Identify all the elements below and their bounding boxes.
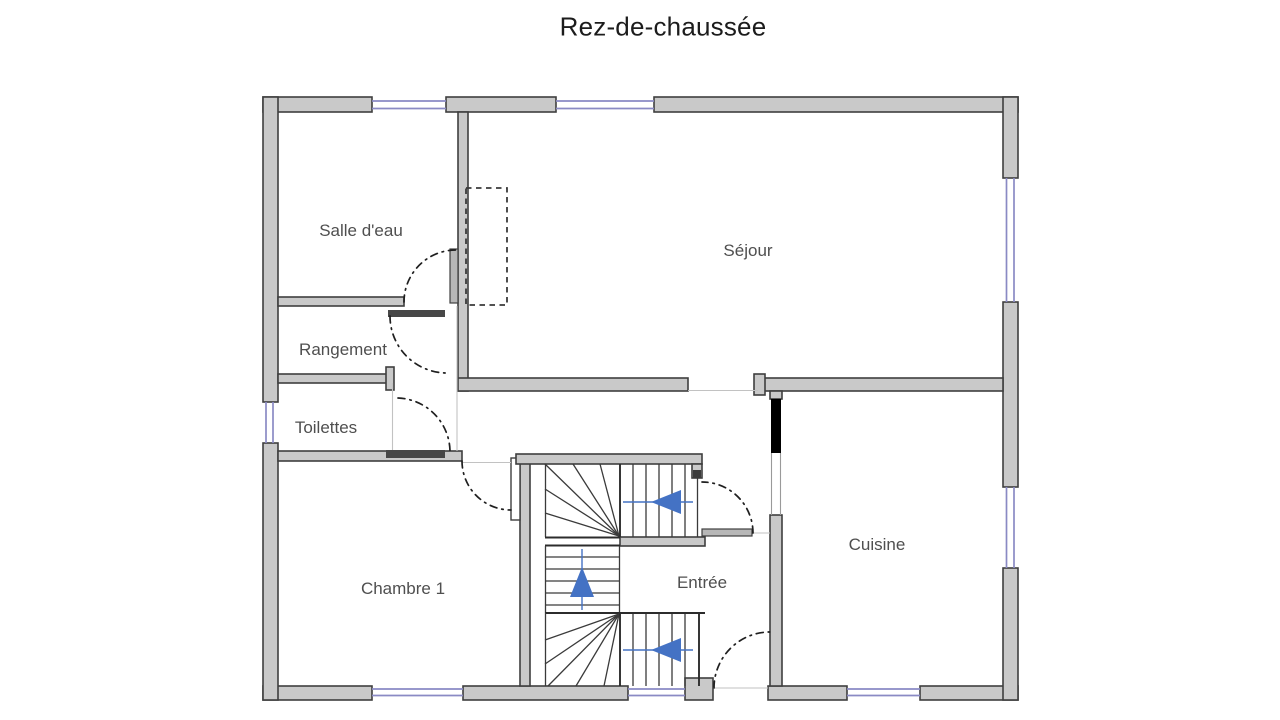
door-leaf [449,248,459,304]
room-label-toilettes: Toilettes [294,418,358,437]
staircase [544,463,705,687]
exterior-walls [262,96,1019,701]
door-swing-arc [403,249,457,303]
stair-run-top [619,464,699,537]
door-swing-arc [713,631,771,689]
door-leaf [701,528,753,537]
door-leaf [386,450,445,458]
room-boundary-lines [391,306,770,689]
window-toilettes-west [265,402,274,443]
window-stairs-south [628,688,685,697]
door-leaf [388,310,445,317]
door-swing-arc [397,397,451,453]
door-swing-arc [389,315,448,374]
window-sejour-north [556,100,654,110]
door-swing-arc [461,460,512,511]
window-salle-deau [372,100,446,110]
room-label-rangement: Rangement [299,340,387,359]
room-label-chambre-1: Chambre 1 [360,579,446,598]
closet-dashed-outline [465,187,508,306]
stair-winder-top [544,463,620,537]
window-cuisine-east [1005,487,1015,568]
interior-walls [277,111,1004,687]
room-label-cuisine: Cuisine [848,535,906,554]
stair-arrow-left-icon [651,490,681,514]
doors [386,248,782,689]
door-swing-arc [701,481,754,534]
closet [465,187,508,306]
stair-winder-bottom [544,613,620,687]
stair-arrow-left-icon [651,638,681,662]
stair-run-middle [544,546,621,613]
stair-run-bottom [619,614,700,686]
window-sejour-east [1005,178,1015,302]
room-label-sejour: Séjour [723,241,773,260]
windows [265,100,1015,697]
page-title: Rez-de-chaussée [559,11,767,42]
room-label-entree: Entrée [676,573,728,592]
stair-arrow-up-icon [570,567,594,597]
room-label-salle-deau: Salle d'eau [319,221,403,240]
door-leaf [771,399,781,453]
window-cuisine-south [847,688,920,697]
window-chambre-south [372,688,463,697]
